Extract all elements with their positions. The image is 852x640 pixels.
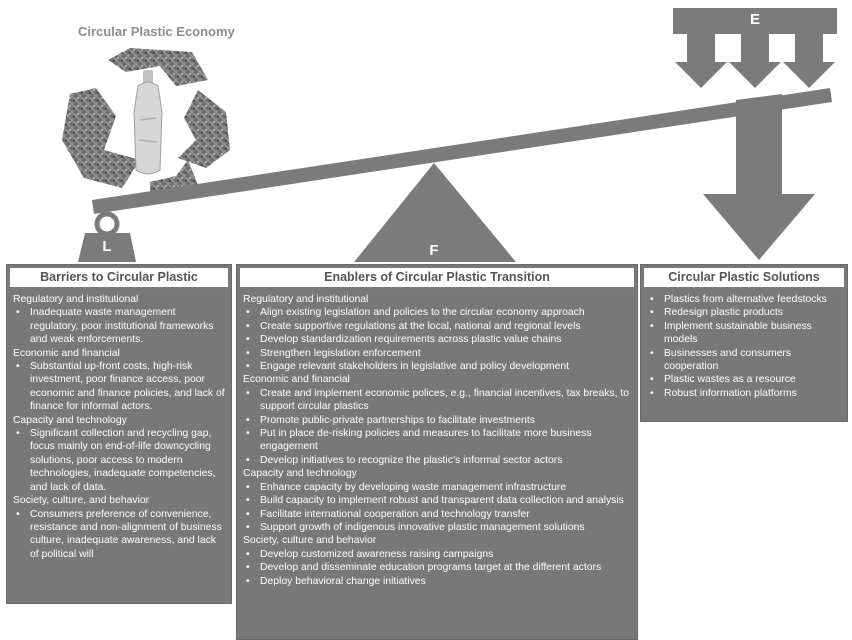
down-arrow-icon: [729, 34, 781, 88]
list-item: Consumers preference of convenience, res…: [13, 508, 225, 562]
list-item: Support growth of indigenous innovative …: [243, 521, 631, 535]
list-item: Implement sustainable business models: [647, 320, 841, 347]
list-item: Robust information platforms: [647, 387, 841, 401]
category-heading: Capacity and technology: [243, 468, 357, 480]
label-L: L: [102, 238, 112, 255]
list-item: Plastics from alternative feedstocks: [647, 293, 841, 307]
bullet-list: Substantial up-front costs, high-risk in…: [13, 360, 225, 414]
barriers-panel: Barriers to Circular Plastic Regulatory …: [6, 264, 232, 604]
solutions-list: Plastics from alternative feedstocksRede…: [641, 290, 847, 401]
bullet-list: Develop customized awareness raising cam…: [243, 548, 631, 589]
fulcrum-triangle: [354, 163, 516, 262]
list-item: Plastic wastes as a resource: [647, 373, 841, 387]
list-item: Develop and disseminate education progra…: [243, 561, 631, 575]
list-item: Businesses and consumers cooperation: [647, 347, 841, 374]
category-heading: Economic and financial: [243, 374, 350, 386]
category-heading: Society, culture, and behavior: [13, 495, 150, 507]
category-heading: Regulatory and institutional: [13, 294, 139, 305]
category-heading: Society, culture and behavior: [243, 535, 377, 547]
weight-L-icon: [78, 211, 136, 262]
list-item: Engage relevant stakeholders in legislat…: [243, 360, 631, 374]
list-item: Create supportive regulations at the loc…: [243, 320, 631, 334]
list-item: Inadequate waste management regulatory, …: [13, 306, 225, 346]
label-E: E: [749, 11, 760, 28]
list-item: Strengthen legislation enforcement: [243, 347, 631, 361]
barriers-title: Barriers to Circular Plastic: [8, 266, 230, 289]
list-item: Facilitate international cooperation and…: [243, 508, 631, 522]
diagram-title: Circular Plastic Economy: [78, 24, 235, 39]
list-item: Redesign plastic products: [647, 306, 841, 320]
list-item: Deploy behavioral change initiatives: [243, 575, 631, 589]
force-E-bar: [673, 8, 837, 34]
bullet-list: Plastics from alternative feedstocksRede…: [647, 293, 841, 401]
list-item: Develop standardization requirements acr…: [243, 333, 631, 347]
category-heading: Regulatory and institutional: [243, 294, 369, 305]
list-item: Align existing legislation and policies …: [243, 306, 631, 320]
solutions-title: Circular Plastic Solutions: [642, 266, 846, 289]
bullet-list: Consumers preference of convenience, res…: [13, 508, 225, 562]
down-arrow-icon: [783, 34, 835, 88]
enablers-title: Enablers of Circular Plastic Transition: [238, 266, 636, 289]
balance-beam: [92, 88, 832, 214]
list-item: Create and implement economic polices, e…: [243, 387, 631, 414]
bullet-list: Enhance capacity by developing waste man…: [243, 481, 631, 535]
bullet-list: Create and implement economic polices, e…: [243, 387, 631, 468]
big-down-arrow-icon: [703, 94, 815, 260]
label-F: F: [429, 242, 439, 259]
plastic-bottle-icon: [133, 70, 163, 175]
bullet-list: Align existing legislation and policies …: [243, 306, 631, 373]
list-item: Put in place de-risking policies and mea…: [243, 427, 631, 454]
category-heading: Economic and financial: [13, 347, 120, 359]
bullet-list: Significant collection and recycling gap…: [13, 427, 225, 494]
list-item: Build capacity to implement robust and t…: [243, 494, 631, 508]
barriers-list: Regulatory and institutionalInadequate w…: [7, 290, 231, 561]
list-item: Develop customized awareness raising cam…: [243, 548, 631, 562]
enablers-list: Regulatory and institutionalAlign existi…: [237, 290, 637, 588]
list-item: Significant collection and recycling gap…: [13, 427, 225, 494]
enablers-panel: Enablers of Circular Plastic Transition …: [236, 264, 638, 640]
list-item: Develop initiatives to recognize the pla…: [243, 454, 631, 468]
list-item: Promote public-private partnerships to f…: [243, 414, 631, 428]
category-heading: Capacity and technology: [13, 414, 127, 426]
list-item: Enhance capacity by developing waste man…: [243, 481, 631, 495]
list-item: Substantial up-front costs, high-risk in…: [13, 360, 225, 414]
bullet-list: Inadequate waste management regulatory, …: [13, 306, 225, 346]
down-arrow-icon: [675, 34, 727, 88]
solutions-panel: Circular Plastic Solutions Plastics from…: [640, 264, 848, 422]
